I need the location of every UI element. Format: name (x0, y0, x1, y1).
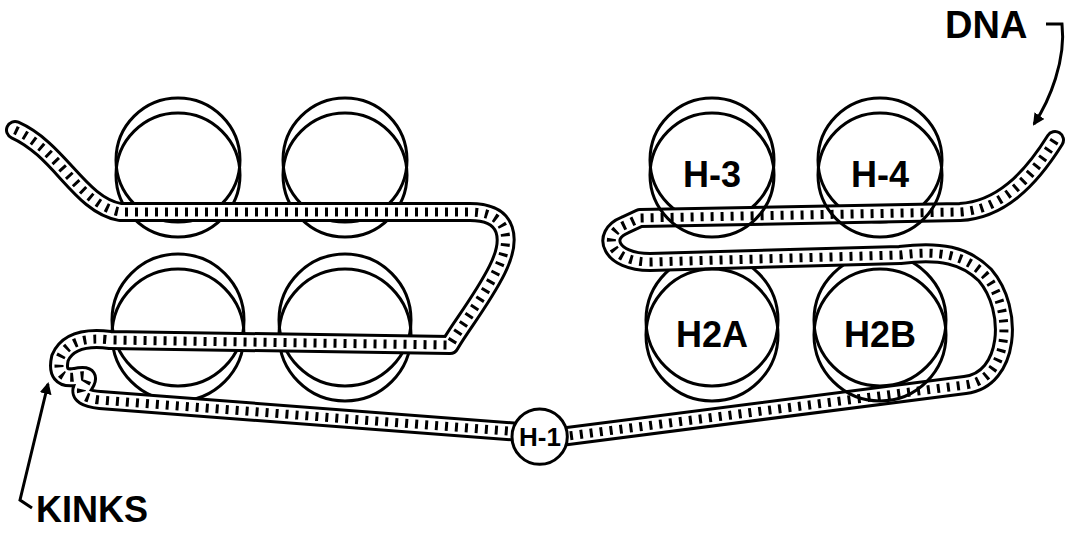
dna-strand (15, 130, 520, 432)
histone-label: H2A (676, 317, 748, 353)
dna-strand (560, 140, 1055, 437)
dna-strand (560, 140, 1055, 437)
dna-strand (15, 130, 520, 432)
dna-leader (1034, 24, 1063, 124)
histone-label: H-4 (851, 157, 909, 193)
histone-circle: H-3 (648, 111, 776, 239)
histone-circle: H2B (812, 267, 948, 403)
histone-label: H-1 (519, 424, 561, 450)
histone-label: H-3 (683, 157, 741, 193)
histone-label: H2B (844, 317, 916, 353)
dna-label: DNA (945, 6, 1027, 44)
kinks-leader (20, 384, 48, 508)
histone-circle: H-1 (510, 407, 569, 466)
histone-circle: H-4 (816, 111, 944, 239)
dna-strand (15, 130, 520, 432)
dna-strand (560, 140, 1055, 437)
histone-circle: H2A (644, 267, 780, 403)
kinks-label: KINKS (36, 492, 148, 528)
dna-ribbon (15, 130, 1055, 437)
